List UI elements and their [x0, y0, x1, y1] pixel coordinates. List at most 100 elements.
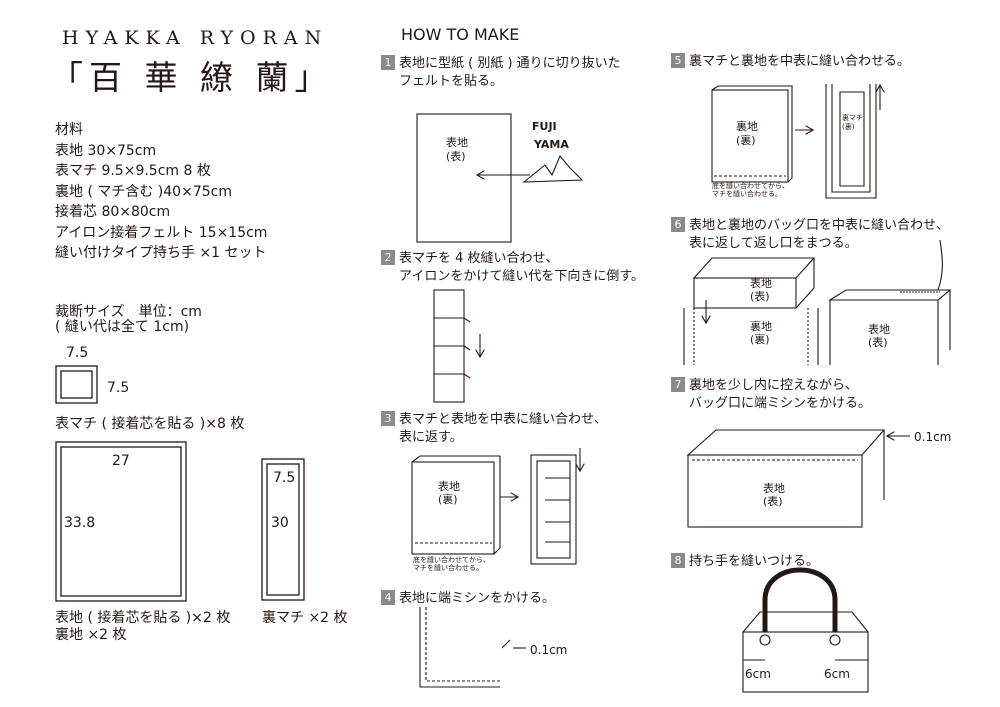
step5-uramachi: 裏マチ: [842, 113, 863, 122]
step-6: 6 表地と裏地のバッグ口を中表に縫い合わせ、 表に返して返し口をまつる。: [671, 217, 949, 253]
strip-height-dim: 30: [271, 515, 289, 531]
step1-label-b: (表): [446, 149, 466, 163]
strip-top-dim: 7.5: [273, 470, 296, 486]
step8-bag: [742, 631, 869, 693]
step7-bag: [687, 454, 863, 528]
step6-ura-b: (裏): [750, 332, 770, 346]
step6-right-b: (表): [868, 335, 888, 349]
step4-edge: [419, 607, 500, 688]
step-number: 4: [381, 590, 395, 605]
needle-icon: [937, 239, 943, 291]
material-item: 接着芯 80×80cm: [55, 204, 171, 220]
step-text: 裏地を少し内に控えながら、: [689, 378, 859, 393]
step8-right-dim: 6cm: [824, 667, 850, 681]
large-piece-width-dim: 27: [112, 453, 130, 469]
strip-outline: [261, 458, 305, 601]
step-number: 3: [381, 411, 395, 426]
step7-label-b: (表): [763, 494, 783, 508]
material-item: 表地 30×75cm: [55, 142, 157, 159]
step-3: 3 表マチと表地を中表に縫い合わせ、 表に返す。: [381, 411, 607, 447]
material-item: 表マチ 9.5×9.5cm 8 枚: [55, 163, 211, 179]
fuji-mountain-icon: [522, 154, 584, 183]
small-piece-inner: [60, 370, 93, 399]
step-5: 5 裏マチと裏地を中表に縫い合わせる。: [671, 53, 910, 71]
step4-margin: 0.1cm: [530, 643, 567, 657]
large-piece-caption-1: 表地 ( 接着芯を貼る )×2 枚: [55, 610, 231, 626]
step-text: 表マチを 4 枚縫い合わせ、: [399, 251, 559, 266]
bag-handle-icon: [762, 567, 838, 632]
step3-label-b: (裏): [438, 492, 458, 506]
step5-note-a: 底を縫い合わせてから、: [712, 181, 789, 190]
step5-fabric: [711, 89, 789, 183]
strip-caption: 裏マチ ×2 枚: [262, 610, 348, 626]
large-piece-height-dim: 33.8: [64, 515, 96, 531]
large-piece-caption-2: 裏地 ×2 枚: [55, 627, 127, 643]
step6-omote-b: (表): [750, 289, 770, 303]
large-piece-outline: [55, 441, 187, 602]
step7-label: 表地: [763, 481, 785, 495]
step7-bag-top: [686, 429, 886, 456]
step-text: 表に返す。: [399, 430, 463, 445]
materials-heading: 材料: [55, 122, 83, 138]
step-number: 8: [671, 553, 685, 568]
step-text: 裏マチと裏地を中表に縫い合わせる。: [689, 54, 911, 69]
step3-fabric: [411, 461, 495, 555]
step-number: 7: [671, 377, 685, 392]
step1-label: 表地: [446, 135, 468, 149]
small-piece-outline: [55, 365, 98, 404]
step5-label: 裏地: [736, 119, 758, 133]
step-2: 2 表マチを 4 枚縫い合わせ、 アイロンをかけて縫い代を下向きに倒す。: [381, 250, 644, 286]
step3-assembled: [530, 454, 577, 565]
step6-ura: 裏地: [750, 319, 772, 333]
fuji-text-2: YAMA: [533, 138, 569, 151]
step-text: フェルトを貼る。: [399, 74, 504, 89]
step-4: 4 表地に端ミシンをかける。: [381, 590, 555, 608]
step-text: 表マチと表地を中表に縫い合わせ、: [399, 412, 608, 427]
fuji-text-1: FUJI: [532, 120, 557, 133]
step-text: バッグ口に端ミシンをかける。: [689, 396, 872, 411]
step6-bag-top: [692, 257, 816, 279]
step6-outer: [693, 277, 797, 309]
step5-note-b: マチを縫い合わせる。: [712, 189, 782, 198]
step3-note-b: マチを縫い合わせる。: [413, 563, 483, 572]
step6-omote: 表地: [750, 276, 772, 290]
cutting-heading: 裁断サイズ 単位：cm ( 縫い代は全て 1cm): [55, 305, 202, 335]
cutting-title: 裁断サイズ 単位：cm: [55, 304, 202, 320]
material-item: アイロン接着フェルト 15×15cm: [55, 224, 268, 241]
material-item: 縫い付けタイプ持ち手 ×1 セット: [55, 245, 267, 261]
step-text: アイロンをかけて縫い代を下向きに倒す。: [399, 269, 645, 284]
small-piece-top-dim: 7.5: [66, 345, 89, 361]
step3-label: 表地: [438, 479, 460, 493]
step1-fabric: [416, 113, 512, 243]
material-item: 裏地 ( マチ含む )40×75cm: [55, 183, 232, 200]
step6-right: 表地: [868, 322, 890, 336]
small-piece-caption: 表マチ ( 接着芯を貼る )×8 枚: [55, 416, 245, 432]
step8-left-dim: 6cm: [745, 667, 771, 681]
materials-list: 材料 表地 30×75cm 表マチ 9.5×9.5cm 8 枚 裏地 ( マチ含…: [55, 120, 267, 264]
cutting-note: ( 縫い代は全て 1cm): [55, 319, 190, 335]
step5-label-b: (裏): [736, 133, 756, 147]
step-text: 表地に端ミシンをかける。: [399, 591, 556, 606]
step5-assembled: [825, 84, 877, 199]
step-text: 表地に型紙 ( 別紙 ) 通りに切り抜いた: [399, 56, 621, 71]
small-piece-side-dim: 7.5: [107, 380, 130, 396]
howto-heading: HOW TO MAKE: [401, 25, 520, 44]
step-1: 1 表地に型紙 ( 別紙 ) 通りに切り抜いた フェルトを貼る。: [381, 55, 621, 91]
step-text: 持ち手を縫いつける。: [689, 554, 820, 569]
step5-uramachi-b: (裏): [842, 122, 855, 131]
step-number: 5: [671, 53, 685, 68]
brand-name: HYAKKA RYORAN: [62, 27, 329, 49]
step-number: 1: [381, 55, 395, 70]
step7-margin: 0.1cm: [914, 430, 951, 444]
step-number: 6: [671, 217, 685, 232]
large-piece-inner: [60, 446, 182, 597]
page-title: 「百 華 繚 蘭」: [50, 58, 334, 97]
strip-inner: [266, 463, 300, 596]
step-text: 表地と裏地のバッグ口を中表に縫い合わせ、: [689, 218, 950, 233]
step-text: 表に返して返し口をまつる。: [689, 236, 858, 251]
step3-note-a: 底を縫い合わせてから、: [413, 555, 490, 564]
step-8: 8 持ち手を縫いつける。: [671, 553, 819, 571]
step-number: 2: [381, 250, 395, 265]
step-7: 7 裏地を少し内に控えながら、 バッグ口に端ミシンをかける。: [671, 377, 871, 413]
